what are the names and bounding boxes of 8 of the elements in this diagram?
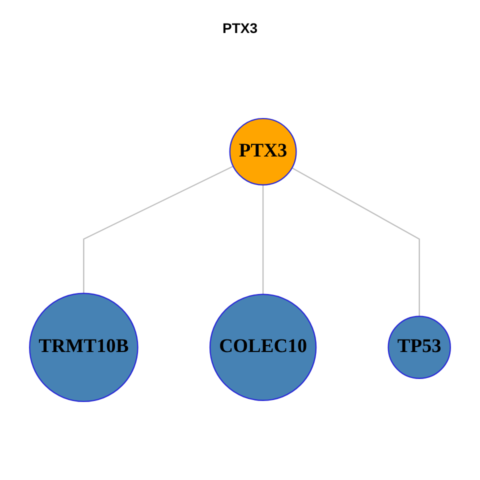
connector (292, 167, 420, 316)
node-circle: TP53 (388, 316, 451, 379)
connector (262, 184, 264, 294)
node-circle: PTX3 (229, 118, 297, 186)
node-circle: TRMT10B (29, 292, 138, 402)
chart-title: PTX3 (221, 20, 258, 36)
connector (83, 166, 234, 294)
node-circle: COLEC10 (209, 294, 317, 401)
